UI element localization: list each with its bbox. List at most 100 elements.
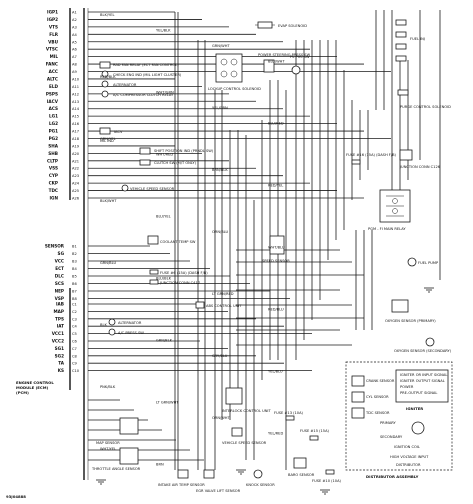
wire-color-label: GRN/WHT [212,44,230,48]
ecm-pin-number: A12 [72,92,79,96]
wire-color-label: LT GRN/WHT [156,401,179,405]
ecm-pin-number: A20 [72,152,80,156]
svg-text:EGR VALVE LIFT SENSOR: EGR VALVE LIFT SENSOR [196,489,241,493]
ecm-pin-number: B1 [72,245,77,249]
ecm-pin-code: MIL [50,54,59,59]
oxygen-sensor-primary: OXYGEN SENSOR (PRIMARY) [385,299,436,323]
wire-color-label: GRN/BLK [156,339,173,343]
ecm-pin-number: A19 [72,144,80,148]
ecm-pin-number: B5 [72,275,77,279]
ecm-pin-number: C3 [72,317,77,321]
svg-text:DISTRIBUTOR ASSEMBLY: DISTRIBUTOR ASSEMBLY [366,474,419,479]
ac-clutch-relay: A/C COMPRESSOR CLUTCH RELAY [101,90,174,98]
wire-color-label: BRN [156,463,164,467]
ecm-pin-number: A23 [72,174,79,178]
ecm-pin-number: A15 [72,115,79,119]
wire-color-label: WHT/RED [156,153,173,157]
ecm-pin-number: A22 [72,167,79,171]
svg-text:ALTERNATOR: ALTERNATOR [118,321,142,325]
ecm-pin-code: TA [58,361,65,366]
wire-color-label: WHT/YEL [100,447,116,451]
ecm-pin-number: B7 [72,290,77,294]
throttle-angle-sensor: THROTTLE ANGLE SENSOR [91,447,141,471]
ecm-pin-code: SG1 [55,346,64,351]
ecm-pin-code: IGP2 [47,17,58,22]
wire-color-label: BLU/YEL [156,215,171,219]
svg-text:MIL IND: MIL IND [100,139,114,143]
coolant-temp-switch: COOLANT TEMP SW [147,235,196,245]
wire-color-label: BRN/BLK [212,168,228,172]
ecm-pin-code: SHB [48,151,58,156]
ecm-pin-code: CLTP [47,158,58,163]
fuse-15: FUSE #15 (15A) [300,429,330,441]
shift-position-switch: SHIFT POSITION IND (PRNDL SW) [139,147,214,155]
ecm-pin-number: A7 [72,55,77,59]
svg-text:CLUTCH SW (M/T ONLY): CLUTCH SW (M/T ONLY) [154,161,197,165]
iacv: IACV [99,127,123,135]
ecm-pin-number: A18 [72,137,80,141]
ecm-pin-code: VCC [55,259,64,264]
svg-text:TDC SENSOR: TDC SENSOR [365,411,390,415]
wire-color-label: WHT/BLU [268,246,285,250]
ecm-pin-number: B6 [72,282,77,286]
ecm-pin-code: PSPS [46,91,58,96]
ecm-pin-number: A10 [72,77,80,81]
clutch-switch: CLUTCH SW (M/T ONLY) [139,159,197,166]
evap-solenoid: EVAP SOLENOID [255,21,307,29]
svg-text:VEHICLE SPEED SENSOR: VEHICLE SPEED SENSOR [130,187,175,191]
ecm-pin-number: A16 [72,122,80,126]
svg-text:OXYGEN SENSOR (SECONDARY): OXYGEN SENSOR (SECONDARY) [394,349,452,353]
svg-text:CRANK SENSOR: CRANK SENSOR [366,379,395,383]
wire-color-label: YEL/GRN [212,106,228,110]
ecm-pin-number: C2 [72,310,77,314]
svg-text:IGNITER: IGNITER [406,406,423,411]
svg-text:HIGH VOLTAGE INPUT: HIGH VOLTAGE INPUT [390,455,429,459]
wire-color-label: LT GRN/RED [212,292,234,296]
svg-text:CHECK ENG IND (MIL LIGHT CLUST: CHECK ENG IND (MIL LIGHT CLUSTER) [113,73,182,77]
fuse-6: FUSE #6 (15A) (DASH F/B) [149,269,208,275]
intake-air-temp-sensor: INTAKE AIR TEMP SENSOR [158,469,205,487]
ecm-title-line3: (PCM) [16,390,29,395]
wire-color-label: BLU/RED [268,122,284,126]
distributor-assembly: DISTRIBUTOR ASSEMBLY CRANK SENSOR CYL SE… [345,361,453,479]
ecm-pin-code: PG1 [49,129,59,134]
ecm-pin-code: ECT [55,266,64,271]
wire-color-labels: BLK/YELYEL/BLKGRN/WHTBLU/WHTRED/BLKWHT/G… [100,13,285,467]
ecm-pin-code: LG2 [49,121,58,126]
wire-color-label: BLU/WHT [268,60,285,64]
ecm-pin-number: C9 [72,362,78,366]
power-steering-switch: POWER STEERING PRESS SW [258,53,311,73]
ecm-pin-code: SENSOR [45,244,65,249]
vehicle-speed-sensor: VEHICLE SPEED SENSOR [121,184,175,192]
egr-valve-lift-sensor: EGR VALVE LIFT SENSOR [196,469,241,493]
svg-text:EVAP SOLENOID: EVAP SOLENOID [278,24,307,28]
ecm-pin-code: SHA [48,143,59,148]
wire-color-label: BLK/YEL [100,13,115,17]
ecm-pin-code: IACV [47,99,59,104]
ecm-pin-code: DLC [55,274,64,279]
svg-text:ABS CONTROL UNIT: ABS CONTROL UNIT [206,304,242,308]
ecm-pin-number: A14 [72,107,80,111]
wire-color-label: YEL/BLK [156,29,171,33]
ecm-pin-code: VTSC [46,47,58,52]
wire-color-label: YEL/BLU [268,370,283,374]
ground-symbols [96,287,434,495]
svg-text:JUNCTION CONN C126: JUNCTION CONN C126 [399,165,441,169]
alternator-lower: ALTERNATOR [108,318,142,326]
ecm-pin-code: TPS [55,316,64,321]
ecm-pin-code: CKP [49,181,58,186]
fuel-injectors: FUEL INJ [395,19,425,62]
svg-text:PS PRS SW: PS PRS SW [290,55,310,59]
svg-text:INTERLOCK CONTROL UNIT: INTERLOCK CONTROL UNIT [222,409,271,413]
oxygen-sensor-secondary: OXYGEN SENSOR (SECONDARY) [394,337,452,353]
svg-text:LOCKUP CONTROL SOLENOID: LOCKUP CONTROL SOLENOID [208,87,261,91]
ecm-pin-number: C6 [72,340,78,344]
svg-text:FUSE #6 (15A) (DASH F/B): FUSE #6 (15A) (DASH F/B) [160,271,208,275]
ecm-pin-code: LG1 [49,114,58,119]
svg-text:SHIFT POSITION IND (PRNDL SW): SHIFT POSITION IND (PRNDL SW) [154,149,214,153]
ecm-pin-code: VSS [49,166,58,171]
wire-color-label: PNK/BLK [100,385,116,389]
vehicle-speed-sensor-2: SPEED SENSOR [262,235,290,263]
